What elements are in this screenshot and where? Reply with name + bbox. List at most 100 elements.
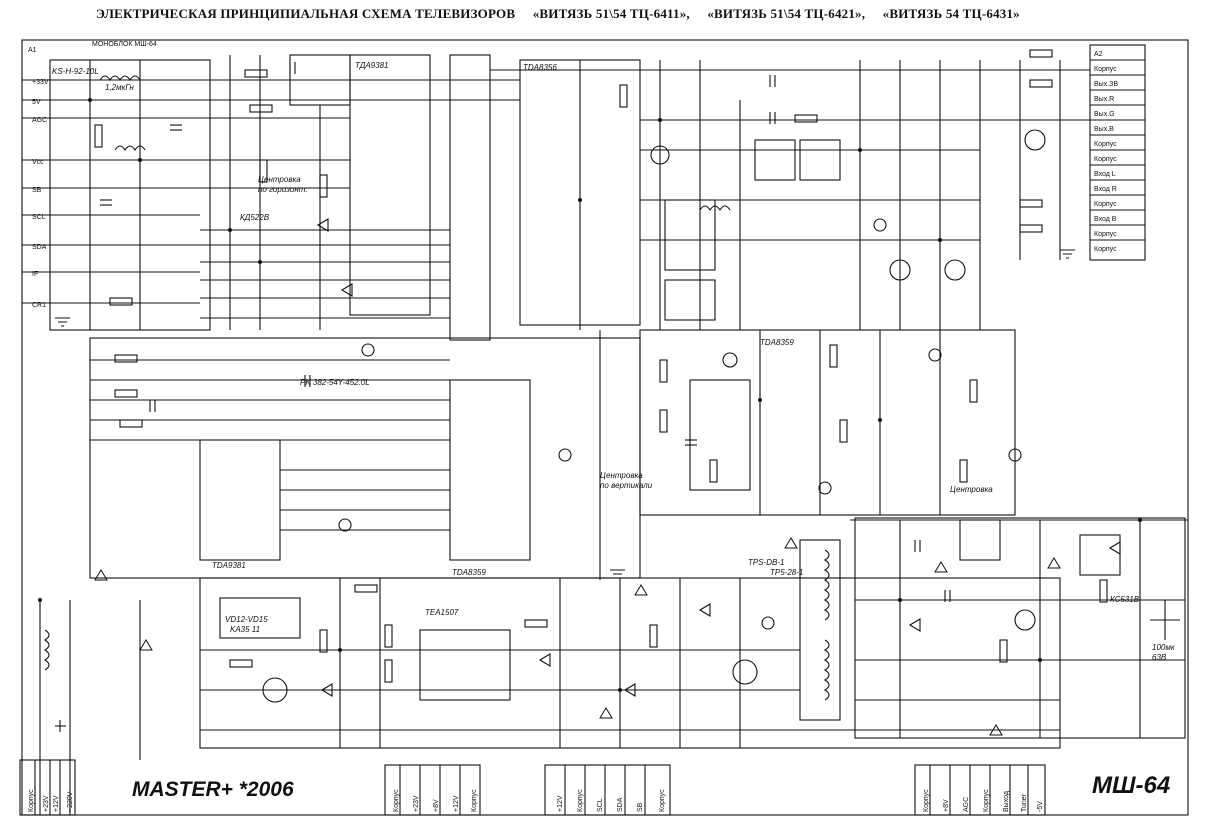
svg-text:+12V: +12V xyxy=(53,795,60,812)
transistor-vt2 xyxy=(889,259,911,281)
power-block xyxy=(199,577,1061,749)
transistor-vt12 xyxy=(732,659,758,685)
bottom-connector-left xyxy=(19,759,76,816)
svg-text:TPS-DB-1: TPS-DB-1 xyxy=(748,558,784,567)
if-chip xyxy=(349,54,431,316)
bottom-connector-1 xyxy=(384,764,481,816)
svg-text:+23V: +23V xyxy=(413,795,420,812)
transistor-vt1 xyxy=(650,145,670,165)
title-model-3: «ВИТЯЗЬ 54 ТЦ-6431» xyxy=(882,6,1020,21)
bridge-rectifier xyxy=(219,597,301,639)
svg-text:Корпус: Корпус xyxy=(1094,141,1117,148)
transistor-vt10-power xyxy=(262,677,288,703)
svg-text:Вых.G: Вых.G xyxy=(1094,111,1115,118)
svg-text:SDA: SDA xyxy=(32,244,47,251)
svg-text:IF: IF xyxy=(32,271,38,278)
svg-text:Корпус: Корпус xyxy=(1094,156,1117,163)
svg-text:SCL: SCL xyxy=(597,798,604,812)
tuner-box xyxy=(49,59,211,331)
signature-label: MASTER+ *2006 xyxy=(132,778,294,801)
svg-text:+8V: +8V xyxy=(943,799,950,812)
svg-text:KA35 11: KA35 11 xyxy=(230,625,260,634)
svg-text:Корпус: Корпус xyxy=(471,789,478,812)
tda9381-block xyxy=(89,337,641,579)
outer-frame xyxy=(21,39,1189,816)
right-connector xyxy=(1089,44,1146,261)
regulator-d9 xyxy=(959,519,1001,561)
supply-secondary-block xyxy=(854,517,1186,739)
z03-box xyxy=(664,279,716,321)
transistor-vt15 xyxy=(1014,609,1036,631)
svg-text:Корпус: Корпус xyxy=(1094,246,1117,253)
title-model-1: «ВИТЯЗЬ 51\54 ТЦ-6411», xyxy=(532,6,690,21)
filter-z2 xyxy=(799,139,841,181)
svg-text:ТДА9381: ТДА9381 xyxy=(355,61,388,70)
transistor-vt3 xyxy=(944,259,966,281)
svg-text:+8V: +8V xyxy=(433,799,440,812)
svg-text:+23V: +23V xyxy=(43,795,50,812)
pwm-controller xyxy=(419,629,511,701)
svg-text:+33V: +33V xyxy=(32,79,49,86)
diagram-title: ЭЛЕКТРИЧЕСКАЯ ПРИНЦИПИАЛЬНАЯ СХЕМА ТЕЛЕВ… xyxy=(96,6,1096,22)
block-label: A1 xyxy=(28,47,37,54)
svg-text:SCL: SCL xyxy=(32,214,46,221)
chip-d1-pins xyxy=(449,54,491,341)
title-main: ЭЛЕКТРИЧЕСКАЯ ПРИНЦИПИАЛЬНАЯ СХЕМА ТЕЛЕВ… xyxy=(96,6,516,21)
svg-text:Центровка: Центровка xyxy=(600,471,643,480)
svg-text:Корпус: Корпус xyxy=(1094,201,1117,208)
svg-text:A2: A2 xyxy=(1094,51,1103,58)
svg-text:Vcc: Vcc xyxy=(32,159,44,166)
svg-text:Центровка: Центровка xyxy=(950,485,993,494)
svg-text:TP5-28-1: TP5-28-1 xyxy=(770,568,803,577)
svg-text:Выход: Выход xyxy=(1003,791,1010,812)
svg-text:TDA8359: TDA8359 xyxy=(760,338,794,347)
module-label: МШ-64 xyxy=(1092,772,1171,799)
svg-text:5V: 5V xyxy=(32,99,41,106)
svg-text:Корпус: Корпус xyxy=(1094,231,1117,238)
svg-text:+12V: +12V xyxy=(557,795,564,812)
svg-text:КД522В: КД522В xyxy=(240,213,270,222)
svg-text:по горизонт.: по горизонт. xyxy=(258,185,308,194)
svg-text:TDA9381: TDA9381 xyxy=(212,561,246,570)
bottom-connector-2 xyxy=(544,764,671,816)
svg-text:VD12-VD15: VD12-VD15 xyxy=(225,615,268,624)
svg-text:SDA: SDA xyxy=(617,797,624,812)
svg-text:Корпус: Корпус xyxy=(983,789,990,812)
svg-text:100мк: 100мк xyxy=(1152,643,1176,652)
svg-text:Корпус: Корпус xyxy=(393,789,400,812)
svg-text:Вход В: Вход В xyxy=(1094,216,1117,223)
svg-text:Центровка: Центровка xyxy=(258,175,301,184)
svg-text:TDA8356: TDA8356 xyxy=(523,63,557,72)
svg-text:Корпус: Корпус xyxy=(1094,66,1117,73)
svg-text:Вых.ЗВ: Вых.ЗВ xyxy=(1094,81,1118,88)
transformer-t3 xyxy=(799,539,841,721)
svg-text:Корпус: Корпус xyxy=(923,789,930,812)
svg-text:AGC: AGC xyxy=(32,117,47,124)
svg-text:CR1: CR1 xyxy=(32,302,46,309)
module-small-label: МОНОБЛОК МШ-64 xyxy=(92,41,157,48)
svg-text:Корпус: Корпус xyxy=(28,789,35,812)
svg-text:+12V: +12V xyxy=(453,795,460,812)
svg-text:Вход R: Вход R xyxy=(1094,186,1117,193)
svg-text:Корпус: Корпус xyxy=(659,789,666,812)
svg-text:~220V: ~220V xyxy=(67,791,74,812)
tuner-label: KS-H-92-10L xyxy=(52,67,99,76)
svg-text:Tuner: Tuner xyxy=(1021,793,1028,812)
svg-text:TEA1507: TEA1507 xyxy=(425,608,459,617)
title-model-2: «ВИТЯЗЬ 51\54 ТЦ-6421», xyxy=(707,6,866,21)
svg-text:КС531В: КС531В xyxy=(1110,595,1140,604)
svg-text:SB: SB xyxy=(637,802,644,812)
svg-text:AGC: AGC xyxy=(963,797,970,812)
d7-chip xyxy=(449,379,531,561)
svg-text:Вход L: Вход L xyxy=(1094,171,1116,178)
svg-text:SB: SB xyxy=(32,187,42,194)
svg-text:TDA8359: TDA8359 xyxy=(452,568,486,577)
z02-box xyxy=(664,199,716,271)
filter-z1 xyxy=(754,139,796,181)
svg-text:1,2мкГн: 1,2мкГн xyxy=(105,83,134,92)
svg-text:-5V: -5V xyxy=(1037,801,1044,812)
svg-text:Вых.В: Вых.В xyxy=(1094,126,1114,133)
transistor-vt10 xyxy=(1024,129,1046,151)
svg-text:Вых.R: Вых.R xyxy=(1094,96,1114,103)
